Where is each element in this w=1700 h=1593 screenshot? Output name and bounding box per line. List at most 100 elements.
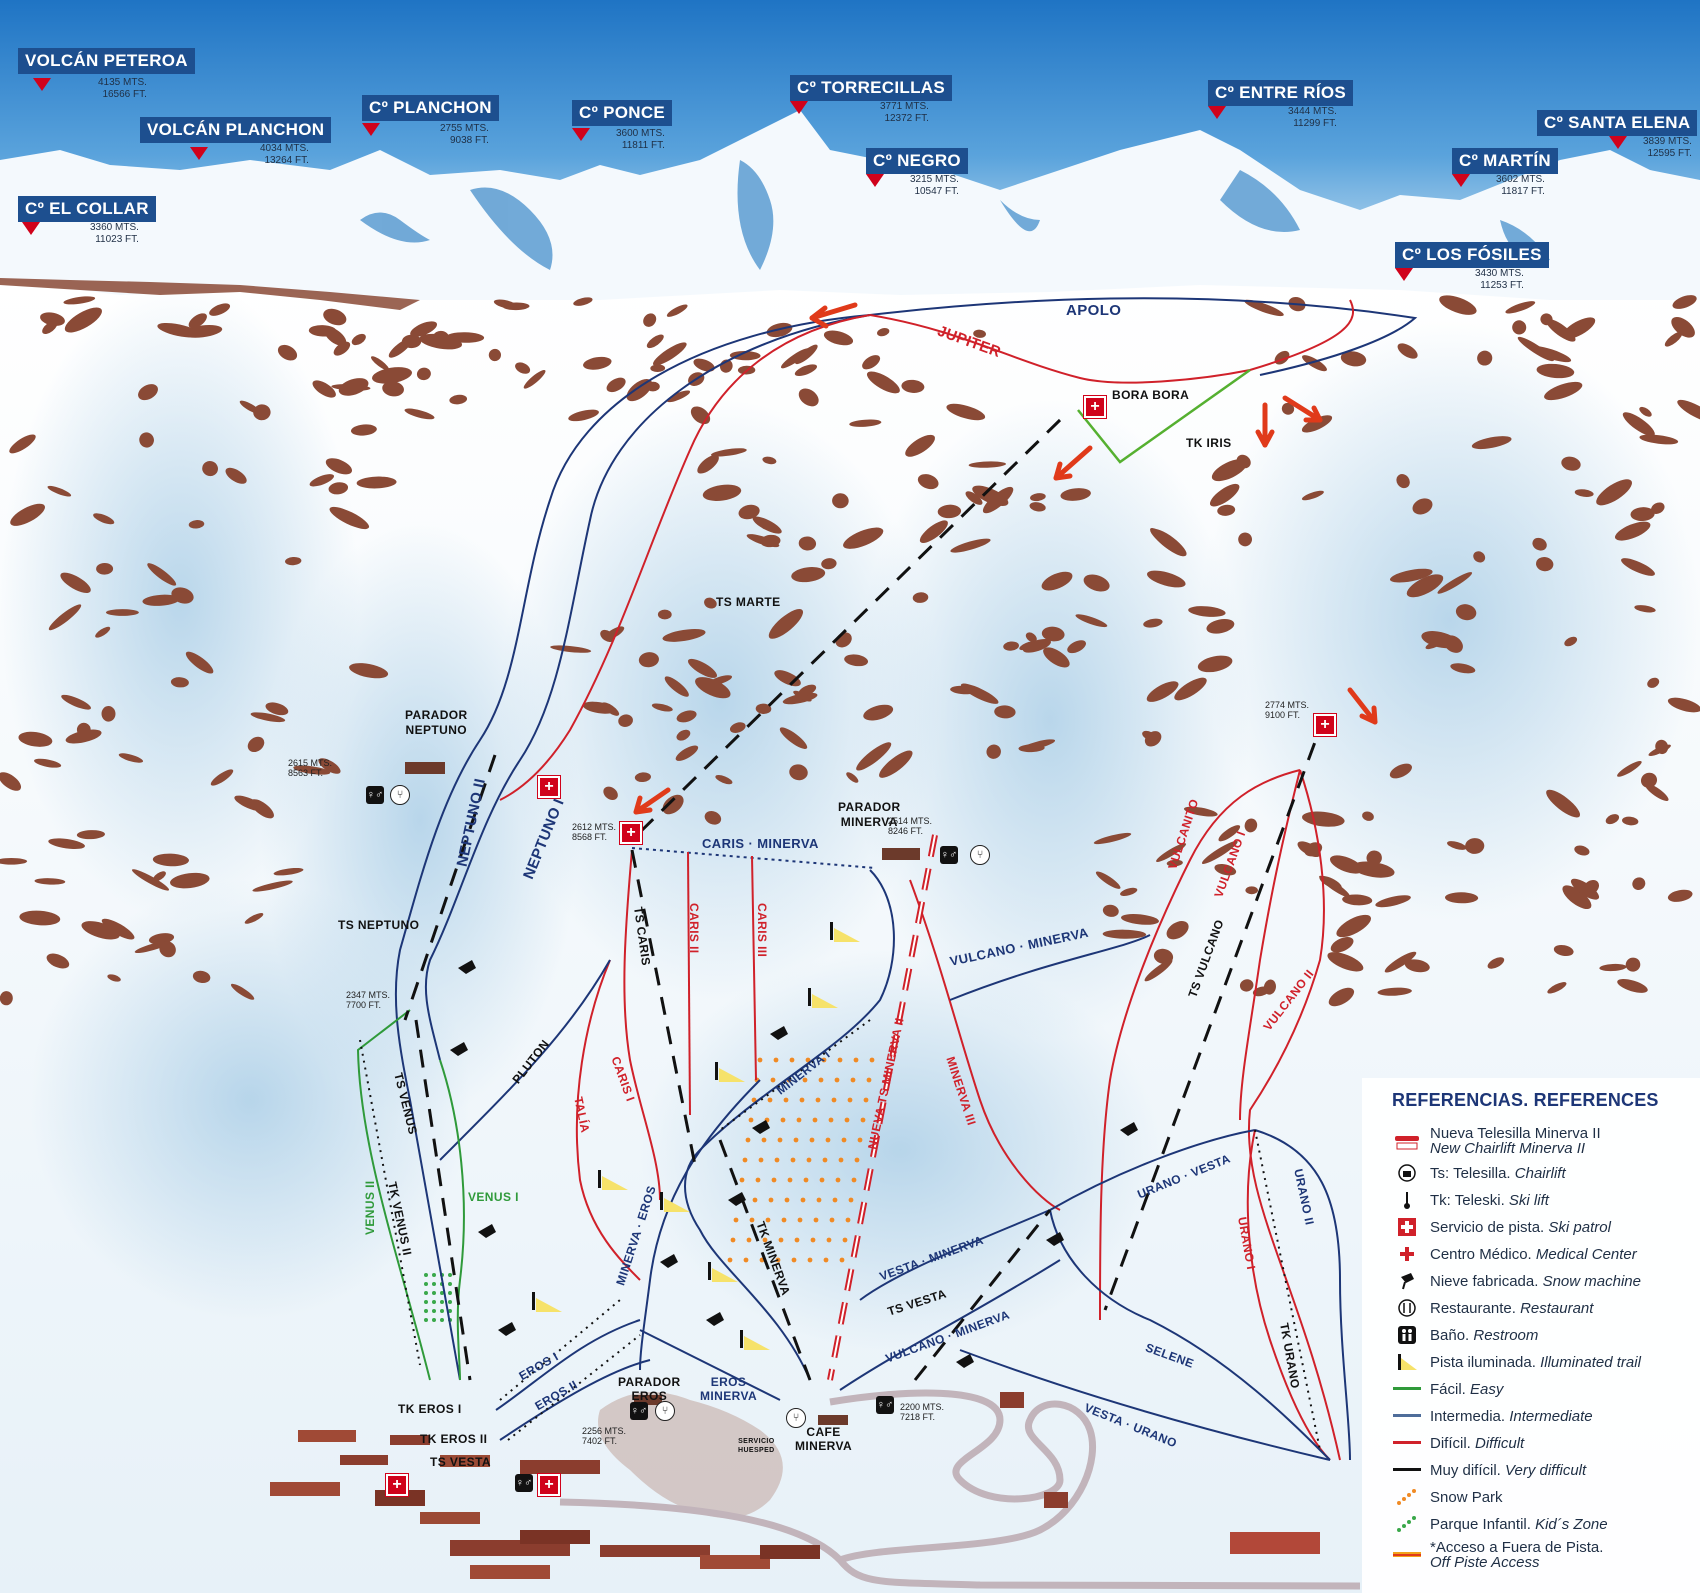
rock-patch	[63, 296, 96, 305]
peak-martin: Cº MARTÍN 3602 MTS. 11817 FT.	[1452, 148, 1559, 197]
snow-park-dot	[757, 1057, 763, 1063]
rock-patch	[1146, 570, 1186, 588]
rock-patch	[230, 983, 255, 1000]
legend-es: *Acceso a Fuera de Pista.	[1430, 1539, 1604, 1556]
rock-patch	[152, 871, 166, 882]
rock-patch	[973, 329, 986, 338]
lift-tk-minerva	[718, 1139, 812, 1381]
rock-patch	[372, 367, 412, 384]
rock-patch	[225, 467, 247, 484]
rock-patch	[1617, 761, 1642, 777]
rock-patch	[1244, 299, 1284, 317]
peak-entre-rios: Cº ENTRE RÍOS 3444 MTS. 11299 FT.	[1208, 80, 1354, 129]
peak-marker-icon	[1452, 174, 1470, 187]
rock-patch	[606, 377, 626, 393]
rock-patch	[188, 520, 205, 529]
snow-park-dot	[780, 1117, 786, 1123]
rock-patch	[308, 325, 337, 337]
rock-patch	[9, 434, 36, 454]
peak-altitude: 3360 MTS. 11023 FT.	[90, 222, 139, 245]
road	[559, 1389, 1361, 1590]
ridge-rock-band	[0, 278, 420, 310]
snow-park-dot	[837, 1057, 843, 1063]
rock-patch	[950, 538, 991, 553]
rock-patch	[1244, 818, 1258, 833]
rock-patch	[47, 485, 72, 497]
rock-patch	[849, 419, 882, 427]
rock-patch	[1328, 987, 1355, 1007]
rock-patch	[879, 750, 913, 778]
trail-label-caris-2: CARIS II	[687, 903, 701, 954]
rock-patch	[856, 742, 892, 771]
snow-park-dot	[794, 1237, 800, 1243]
lift-label-ts-neptuno: TS NEPTUNO	[338, 918, 420, 932]
rock-patch	[247, 736, 265, 753]
snow-park-dot	[796, 1117, 802, 1123]
snow-park-dot	[791, 1257, 797, 1263]
rock-patch	[1634, 605, 1656, 613]
trail-minerva-3	[909, 879, 1061, 1211]
rock-patch	[780, 348, 810, 369]
rock-patch	[1319, 875, 1342, 890]
snow-park-dot	[841, 1137, 847, 1143]
snow-park-dot	[848, 1197, 854, 1203]
snow-park-dot	[832, 1197, 838, 1203]
peak-altitude: 4034 MTS. 13264 FT.	[260, 143, 309, 166]
trail-minerva-1	[684, 869, 895, 1381]
rock-patch	[1143, 618, 1163, 628]
rock-patch	[1529, 345, 1572, 363]
snow-park-dot	[745, 1137, 751, 1143]
snow-park-dot	[797, 1217, 803, 1223]
rock-patch	[1671, 316, 1695, 338]
rock-patch	[1667, 697, 1700, 713]
snow-park-dot	[850, 1077, 856, 1083]
rock-patch	[515, 362, 531, 374]
kids-zone-dot	[424, 1309, 428, 1313]
rock-patch	[1404, 959, 1430, 973]
rock-patch	[603, 786, 618, 800]
peak-el-collar: Cº EL COLLAR 3360 MTS. 11023 FT.	[18, 196, 156, 245]
trail-talia	[575, 959, 641, 1281]
altitude-minerva-lodge: 2514 MTS. 8246 FT.	[888, 816, 933, 836]
rock-patch	[1625, 957, 1641, 972]
snow-park-dot	[823, 1257, 829, 1263]
off-piste-arrows	[633, 302, 1378, 815]
rock-patch	[239, 400, 261, 414]
off-piste-icon	[1392, 1545, 1422, 1565]
rock-patch	[107, 974, 121, 982]
rock-patch	[1075, 614, 1108, 628]
rock-patch	[285, 556, 302, 566]
rock-patch	[651, 703, 673, 712]
trail-urano-vesta	[1049, 1129, 1256, 1211]
trail-caris-2	[687, 851, 691, 1116]
rock-patch	[209, 303, 231, 316]
rock-patch	[643, 313, 657, 327]
rock-patch	[170, 872, 210, 889]
legend-es: Parque Infantil.	[1430, 1515, 1531, 1533]
rock-patch	[1197, 655, 1233, 673]
ski-patrol-icon: +	[620, 822, 642, 844]
rock-patch	[762, 456, 777, 465]
snow-park-dot	[743, 1257, 749, 1263]
rock-patch	[131, 869, 170, 891]
restaurant-icon	[1392, 1298, 1422, 1318]
kids-zone-dot	[424, 1282, 428, 1286]
rock-patch	[919, 520, 948, 543]
rock-patch	[142, 594, 180, 606]
medical-center-icon	[1392, 1244, 1422, 1264]
illuminated-trail-markers	[532, 922, 860, 1350]
rock-patch	[1596, 479, 1632, 506]
rock-patch	[1166, 921, 1189, 940]
rock-patch	[139, 432, 154, 448]
rock-patch	[1667, 889, 1693, 902]
legend-item-snow-machine: Nieve fabricada. Snow machine	[1392, 1270, 1641, 1292]
rock-patch	[652, 342, 687, 366]
legend-en: Intermediate	[1509, 1407, 1593, 1425]
rock-patch	[250, 712, 286, 723]
snow-park-dot	[787, 1177, 793, 1183]
rock-patch	[791, 567, 826, 583]
peak-name: Cº MARTÍN	[1452, 148, 1559, 174]
rock-patch	[1639, 406, 1652, 417]
rock-patch	[1120, 914, 1160, 925]
rock-patch	[1301, 415, 1333, 433]
